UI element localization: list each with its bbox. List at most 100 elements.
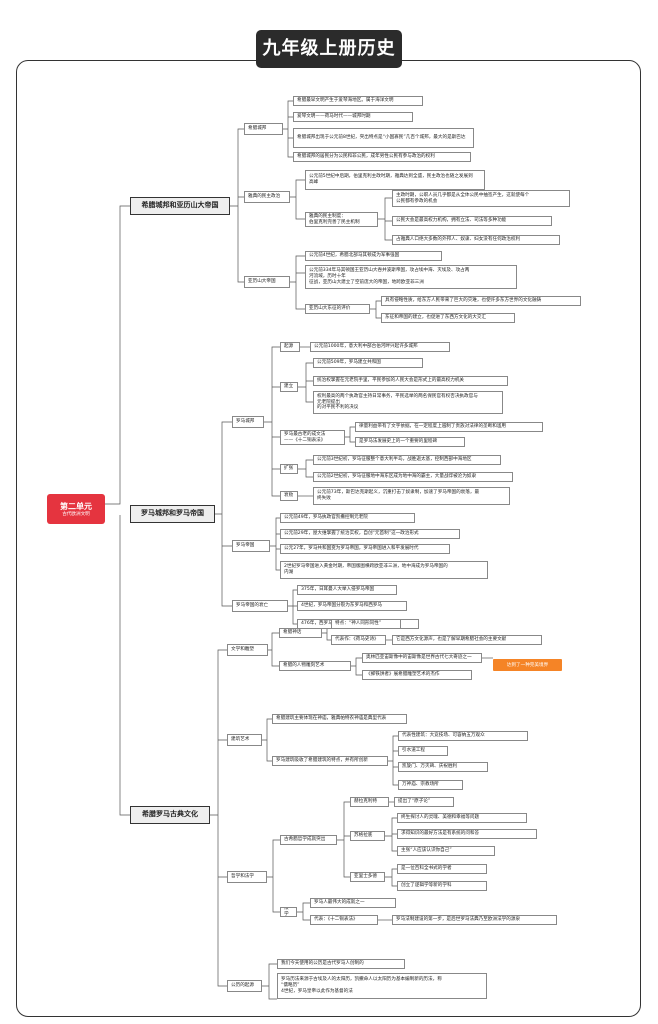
node-expansion[interactable]: 扩张: [280, 464, 298, 474]
list-item[interactable]: 公民大会是最高权力机构，拥有立法、司法等多种功能: [392, 216, 552, 226]
list-item[interactable]: 2世纪罗马帝国进入黄金时期，帝国版图横跨欧亚非三洲，地中海成为罗马帝国的 内湖: [280, 561, 488, 579]
connector: [210, 649, 227, 987]
connector: [268, 632, 279, 667]
connector: [378, 197, 392, 241]
list-item[interactable]: 代表作：《荷马史诗》: [331, 635, 386, 645]
list-item[interactable]: 希腊城邦出现于公元前8世纪，突出特点是“小国寡民”几百个城邦，最大的是斯巴达: [293, 128, 474, 148]
list-item[interactable]: 东征和帝国的建立，也促进了东西方文化的大交汇: [381, 313, 515, 323]
connector: [262, 963, 277, 1000]
list-item[interactable]: 终生探讨人的灵魂、美德和幸福等问题: [397, 813, 527, 823]
connector: [298, 362, 313, 403]
list-item[interactable]: 提出了“原子论”: [394, 797, 454, 807]
node-socrates[interactable]: 苏格拉底: [350, 831, 385, 841]
root-title: 第二单元: [60, 501, 92, 511]
list-item[interactable]: 求得知识的最好方法是有系统的问和答: [397, 829, 537, 839]
node-literature-sculpture[interactable]: 文学和雕塑: [227, 644, 268, 656]
node-classical-culture[interactable]: 希腊罗马古典文化: [130, 806, 210, 824]
list-item[interactable]: 引水道工程: [398, 746, 448, 756]
list-item[interactable]: 爱琴文明——荷马时代——城邦时期: [293, 112, 413, 122]
list-item[interactable]: 律量利益带有了文字依据，在一定程度上遏制了贵族对法律的垄断和滥用: [355, 422, 543, 432]
list-item[interactable]: 公元前49年，罗马执政官凯撒控制元老院: [280, 513, 415, 523]
connector: [388, 735, 398, 786]
connector: [337, 801, 350, 878]
list-item[interactable]: 公元前509年，罗马建立共和国: [313, 358, 423, 368]
list-item[interactable]: 主张“人应该认识你自己”: [397, 846, 495, 856]
list-item[interactable]: 占雅典人口绝大多数的外邦人、奴隶、妇女没有任何政治权利: [392, 235, 560, 245]
connector: [298, 459, 313, 478]
list-item[interactable]: 是罗马法发展史上的一个重要的里程碑: [355, 437, 465, 447]
list-item[interactable]: 罗马历法来源于古埃及人的太阳历，凯撒命人以太阳历为基本编制新的历法，称 “儒略历…: [277, 973, 487, 999]
node-alexander-empire[interactable]: 亚历山大帝国: [244, 276, 290, 288]
connector: [297, 902, 310, 921]
orange-note-label[interactable]: 达到了一种完美境界: [493, 659, 562, 671]
node-rome[interactable]: 罗马城邦和罗马帝国: [130, 505, 215, 523]
list-item[interactable]: 公元前5世纪中后期，伯里克利主政时期，雅典达到全盛，民主政治也随之发展到 高峰: [305, 170, 485, 190]
list-item[interactable]: 罗马法制建设的第一步，是后世罗马法典乃至欧洲法学的源泉: [392, 915, 557, 925]
list-item[interactable]: 统治权掌握在元老院手里，平民参加的人民大会是形式上的最高权力机关: [313, 376, 508, 386]
list-item[interactable]: 公元前1000年，意大利中部台伯河畔兴起许多城邦: [310, 342, 450, 352]
connector: [345, 426, 355, 443]
list-item[interactable]: 具有侵略性质，给东方人民带来了巨大的灾难，也使许多东方世界的文化融铸: [381, 296, 581, 306]
node-greek-city-state[interactable]: 希腊城邦: [244, 123, 283, 135]
list-item[interactable]: 权利最高的两个执政官主持日常事务，平民选举的两名保民官有权否决执政官与 元老院提…: [313, 391, 503, 414]
node-roman-fall[interactable]: 罗马帝国的衰亡: [232, 600, 288, 612]
list-item[interactable]: 凯旋门、万灭碑、庆祝胜利: [398, 762, 488, 772]
node-athens-democracy[interactable]: 雅典的民主政治: [244, 191, 290, 203]
list-item[interactable]: 公元27年，罗马共和国变为罗马帝国，罗马帝国进入和平发展时代: [280, 544, 450, 554]
node-twelve-tables[interactable]: 罗马最古老的成文法 ——《十二铜表法》: [280, 430, 345, 445]
connector: [270, 517, 280, 571]
node-law[interactable]: 法学: [280, 907, 297, 917]
list-item[interactable]: 希腊最早文明产生于爱琴海地区。属于海洋文明: [293, 96, 423, 106]
node-greek-city-states[interactable]: 希腊城邦和亚历山大帝国: [130, 197, 230, 215]
node-philosophy-law[interactable]: 哲学和法学: [227, 871, 267, 883]
list-item[interactable]: 万神庙、宗教场所: [398, 780, 463, 790]
connector: [262, 718, 272, 762]
connector: [290, 255, 305, 310]
node-twelve-tables-rep[interactable]: 代表：《十二铜表法》: [310, 915, 378, 925]
page-title: 九年级上册历史: [256, 30, 402, 68]
node-roman-city-state[interactable]: 罗马城邦: [232, 416, 264, 428]
list-item[interactable]: 公元前73年，斯巴达克斯起义，沉重打击了奴隶制，加速了罗马帝国的衰落，最 终失败: [313, 487, 510, 505]
list-item[interactable]: 公元前3世纪初，罗马征服整个意大利半岛，战胜迦太基，控制西部中海地区: [313, 455, 501, 465]
node-greek-philosophy[interactable]: 古希腊哲学成就突出: [280, 835, 337, 845]
list-item[interactable]: 特点：“神人同形同性”: [331, 619, 401, 629]
root-node[interactable]: 第二单元 古代欧洲文明: [47, 494, 105, 524]
list-item[interactable]: 公元前334年马其顿国王亚历山大吞并波斯帝国，攻占埃中海、灭埃及、攻占两 河流域…: [305, 265, 517, 289]
list-item[interactable]: 375年，日耳曼人大举入侵罗马帝国: [297, 585, 397, 595]
list-item[interactable]: 罗马人最伟大的成就之一: [310, 898, 396, 908]
node-alexander-east[interactable]: 亚历山大东征的评价: [305, 304, 370, 314]
node-origin[interactable]: 起源: [280, 342, 300, 352]
connector: [288, 589, 297, 625]
node-decline[interactable]: 衰败: [280, 491, 298, 501]
connector: [264, 346, 280, 497]
list-item[interactable]: 公元前4世纪，希腊北部马其顿成为军事强国: [305, 251, 442, 261]
node-calendar-origin[interactable]: 公历的起源: [227, 980, 262, 992]
connector: [267, 839, 280, 913]
connector: [370, 300, 381, 319]
connector: [283, 100, 293, 158]
list-item[interactable]: 主政时期，公职人员几乎都是从全体公民中抽签产生，这就使每个 公民都有参政的机会: [392, 190, 570, 207]
connector: [385, 868, 397, 887]
node-heraclitus[interactable]: 赫拉克利特: [350, 797, 389, 807]
list-item[interactable]: 是一位百科全书式的学者: [397, 864, 487, 874]
list-item[interactable]: 创立了逻辑学等新的学科: [397, 881, 487, 891]
node-greek-sculpture[interactable]: 希腊的人物雕刻艺术: [279, 661, 351, 671]
node-establish[interactable]: 建立: [280, 382, 298, 392]
list-item[interactable]: 奥林匹亚宙斯像中的宙斯像是世界古代七大奇迹之一: [362, 653, 482, 663]
node-roman-architecture[interactable]: 罗马建筑吸收了希腊建筑的特点，并有所创新: [272, 756, 388, 766]
list-item[interactable]: 4世纪，罗马帝国分裂为东罗马和西罗马: [297, 601, 407, 611]
list-item[interactable]: 代表性建筑：大竞技场、可容纳五万观众: [398, 731, 528, 741]
list-item[interactable]: 公元前29年，屋大维掌握了统治实权，自创“元首制”这一政治形式: [280, 529, 460, 539]
node-greek-myth[interactable]: 希腊神话: [279, 628, 322, 638]
list-item[interactable]: 我们今天使用的公历是古代罗马人创制的: [277, 959, 405, 969]
node-architecture[interactable]: 建筑艺术: [227, 734, 262, 746]
node-aristotle[interactable]: 亚里士多德: [350, 872, 385, 882]
list-item[interactable]: 公元前2世纪初，罗马征服地中海东区成为地中海的霸主，大量战俘被沦为奴隶: [313, 472, 513, 482]
connector: [230, 128, 244, 283]
list-item[interactable]: 《掷铁饼者》展希腊雕塑艺术的杰作: [362, 670, 472, 680]
list-item[interactable]: 希腊建筑主要体现在神庙，雅典帕特农神庙是典型代表: [272, 714, 407, 724]
list-item[interactable]: 它是西方文化源声，也是了解早期希腊社会的主要文献: [392, 635, 542, 645]
list-item[interactable]: 希腊城邦的居民分为公民和非公民，成年男性公民有参与政治的权利: [293, 152, 471, 162]
node-roman-empire[interactable]: 罗马帝国: [232, 540, 270, 552]
node-athens-institution[interactable]: 雅典的民主制度： 伯里克利完善了民主机制: [305, 212, 378, 227]
